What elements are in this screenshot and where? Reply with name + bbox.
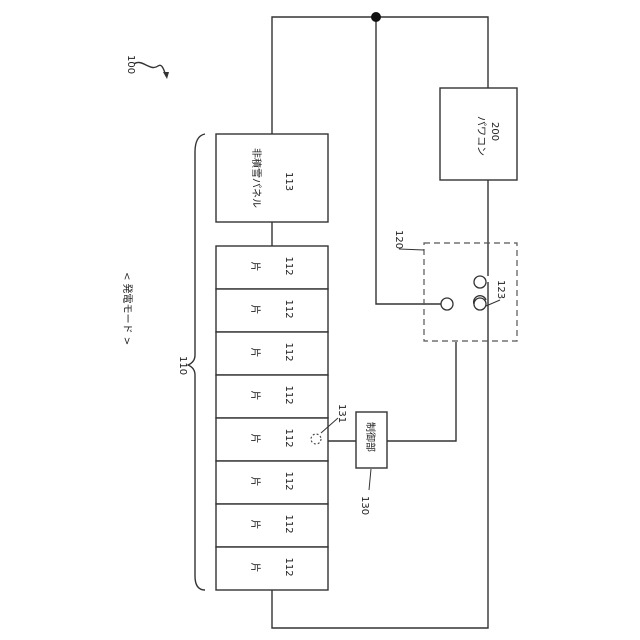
panel-num: 112 [283, 558, 294, 577]
switch-ref-label: 120 [393, 230, 404, 249]
panel-text: 片 [249, 434, 262, 444]
panel-box [216, 375, 328, 418]
panel-cell: 片 112 [216, 418, 328, 461]
switch-terminal-icon [474, 298, 486, 310]
panel-box [216, 418, 328, 461]
panel-box [216, 332, 328, 375]
arrowhead-icon [163, 72, 169, 79]
panel-num: 112 [283, 257, 294, 276]
reference-100: 100 [125, 55, 169, 79]
switch-terminal-icon [441, 298, 453, 310]
panel-box [216, 461, 328, 504]
panel-text: 片 [249, 262, 262, 272]
mode-label: < 発電モード > [121, 272, 134, 345]
panel-num: 112 [283, 343, 294, 362]
panel-cell: 片 112 [216, 289, 328, 332]
switch-terminal-icon [474, 276, 486, 288]
controller-text: 制御部 [364, 422, 377, 452]
power-conditioner: パワコン 200 [440, 88, 517, 180]
snow-panel-text: 非積雪パネル [250, 148, 263, 208]
panel-text: 片 [249, 348, 262, 358]
panel-num: 112 [283, 472, 294, 491]
panel-string: 片 112 片 112 片 112 片 112 片 112 片 112 片 112 片 112 [216, 246, 328, 590]
panel-text: 片 [249, 477, 262, 487]
panel-num: 112 [283, 300, 294, 319]
panel-cell: 片 112 [216, 375, 328, 418]
squiggle-arrow-icon [134, 62, 166, 76]
group-brace [188, 134, 205, 590]
controller-ref-label: 130 [359, 496, 370, 515]
switch-unit: 120 123 [393, 230, 517, 341]
pcs-num: 200 [489, 122, 500, 141]
controller: 制御部 130 [356, 412, 387, 515]
panel-num: 112 [283, 429, 294, 448]
panel-text: 片 [249, 305, 262, 315]
panel-text: 片 [249, 563, 262, 573]
panel-cell: 片 112 [216, 461, 328, 504]
sensor-ref-label: 131 [336, 404, 347, 423]
panel-box [216, 246, 328, 289]
panel-cell: 片 112 [216, 547, 328, 590]
panel-box [216, 289, 328, 332]
snow-panel-num: 113 [283, 172, 294, 191]
group-ref-label: 110 [177, 356, 188, 375]
panel-text: 片 [249, 391, 262, 401]
panel-box [216, 547, 328, 590]
panel-text: 片 [249, 520, 262, 530]
snow-panel: 非積雪パネル 113 [216, 134, 328, 222]
pcs-text: パワコン [475, 116, 487, 156]
panel-cell: 片 112 [216, 332, 328, 375]
panel-num: 112 [283, 515, 294, 534]
panel-num: 112 [283, 386, 294, 405]
panel-cell: 片 112 [216, 504, 328, 547]
panel-box [216, 504, 328, 547]
panel-cell: 片 112 [216, 246, 328, 289]
ref-main-label: 100 [125, 55, 136, 74]
junction-dot [371, 12, 381, 22]
switch-contact-ref-label: 123 [495, 280, 506, 299]
